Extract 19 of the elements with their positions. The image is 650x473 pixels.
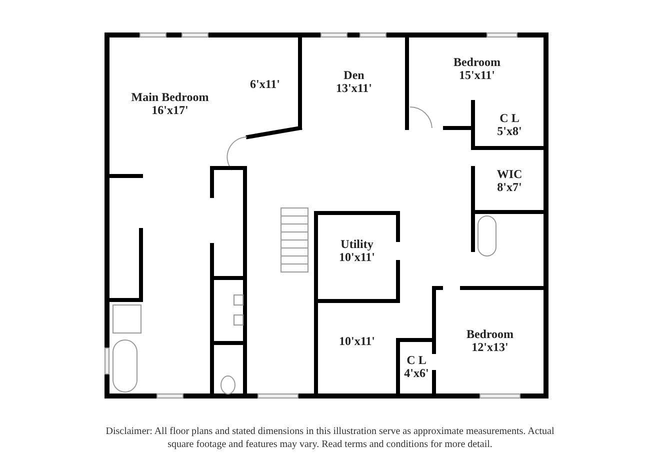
room-dimension: 4'x6' (404, 367, 429, 380)
room-name: Den (344, 69, 364, 82)
room-dimension: 8'x7' (497, 181, 522, 194)
room-name: C L (406, 354, 426, 367)
disclaimer-note: Disclaimer: All floor plans and stated dimensions in this illustration serve as approximate measurements. Actual square footage and features may vary. Read terms and conditions for more detail. (104, 425, 556, 451)
room-dimension: 15'x11' (458, 69, 495, 82)
room-dimension: 16'x17' (152, 104, 188, 117)
room-name: Bedroom (466, 328, 514, 341)
room-name: Utility (340, 238, 374, 251)
room-dimension: 5'x8' (497, 125, 522, 138)
room-name: WIC (496, 168, 522, 181)
room-dimension: 13'x11' (336, 82, 372, 95)
room-name: Main Bedroom (131, 91, 209, 104)
room-dimension: 10'x11' (338, 334, 375, 348)
room-dimension: 6'x11' (250, 78, 280, 90)
room-dimension: 10'x11' (338, 251, 375, 264)
room-dimension: 12'x13' (472, 341, 508, 354)
room-name: C L (500, 112, 520, 125)
room-name: Bedroom (453, 56, 501, 69)
